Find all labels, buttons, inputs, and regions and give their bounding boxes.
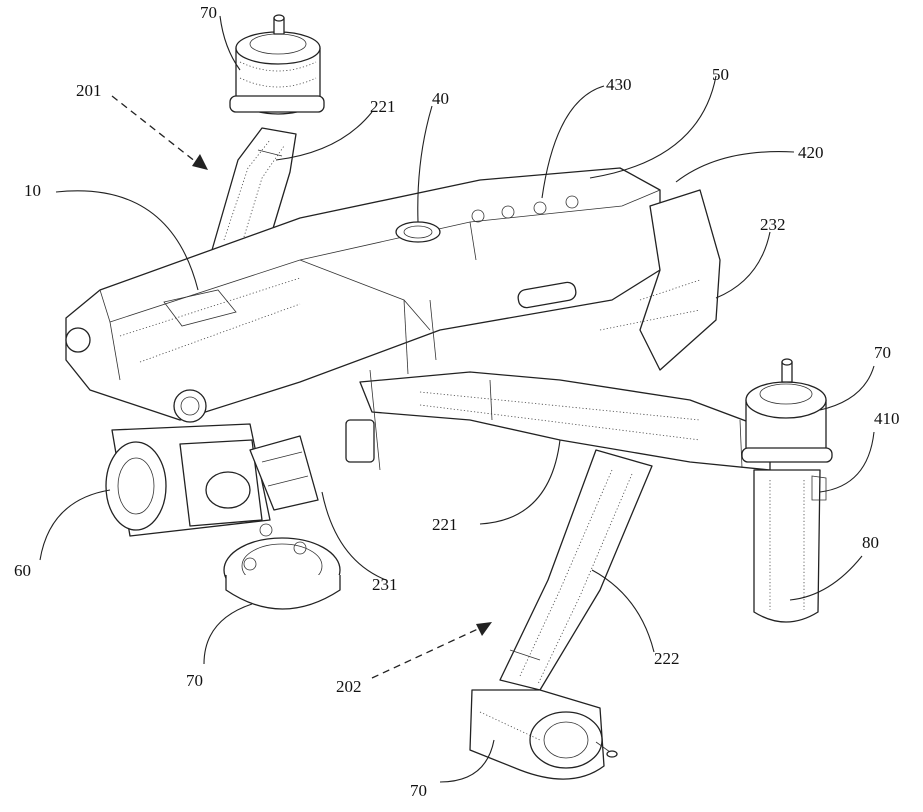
leader-222 xyxy=(591,569,655,653)
leader-410 xyxy=(819,431,875,493)
rear-right-arm xyxy=(359,371,771,471)
leader-430 xyxy=(541,85,605,199)
ref-221-bottom: 221 xyxy=(432,515,458,534)
ref-70-top: 70 xyxy=(200,3,217,22)
arrow-201-head xyxy=(192,154,208,170)
arrow-201 xyxy=(111,95,197,163)
arrow-202 xyxy=(371,627,481,679)
ref-410: 410 xyxy=(874,409,900,428)
ref-80: 80 xyxy=(862,533,879,552)
ref-40: 40 xyxy=(432,89,449,108)
ref-201: 201 xyxy=(76,81,102,100)
leader-232 xyxy=(715,231,771,299)
reference-numerals: 70 201 221 40 430 50 420 10 232 70 410 6… xyxy=(14,3,900,800)
ref-430: 430 xyxy=(606,75,632,94)
ref-420: 420 xyxy=(798,143,824,162)
ref-202: 202 xyxy=(336,677,362,696)
leader-50 xyxy=(589,75,717,179)
gimbal-camera xyxy=(105,423,319,537)
ref-231: 231 xyxy=(372,575,398,594)
leader-10 xyxy=(55,190,199,291)
leader-80 xyxy=(789,555,863,601)
leader-221-bottom xyxy=(479,439,561,525)
motor-top xyxy=(229,14,325,115)
leader-70-top xyxy=(219,15,241,71)
motor-lower-left xyxy=(223,523,341,610)
leader-70-lower-left xyxy=(203,603,253,665)
arrow-202-head xyxy=(476,622,492,636)
motor-right xyxy=(741,358,833,623)
ref-222: 222 xyxy=(654,649,680,668)
leader-420 xyxy=(675,151,795,183)
motor-bottom xyxy=(469,689,618,780)
leader-70-bottom xyxy=(439,739,495,783)
ref-50: 50 xyxy=(712,65,729,84)
fuselage xyxy=(65,167,721,471)
ref-70-bottom: 70 xyxy=(410,781,427,800)
lower-arm-222 xyxy=(499,449,653,691)
leader-40 xyxy=(417,105,433,223)
ref-70-right: 70 xyxy=(874,343,891,362)
ref-232: 232 xyxy=(760,215,786,234)
ref-221-top: 221 xyxy=(370,97,396,116)
ref-60: 60 xyxy=(14,561,31,580)
leader-231 xyxy=(321,491,387,581)
leader-221-top xyxy=(275,111,373,161)
leader-70-right xyxy=(819,365,875,411)
ref-70-lower-left: 70 xyxy=(186,671,203,690)
leader-lines xyxy=(39,15,875,783)
ref-10: 10 xyxy=(24,181,41,200)
leader-60 xyxy=(39,489,111,561)
